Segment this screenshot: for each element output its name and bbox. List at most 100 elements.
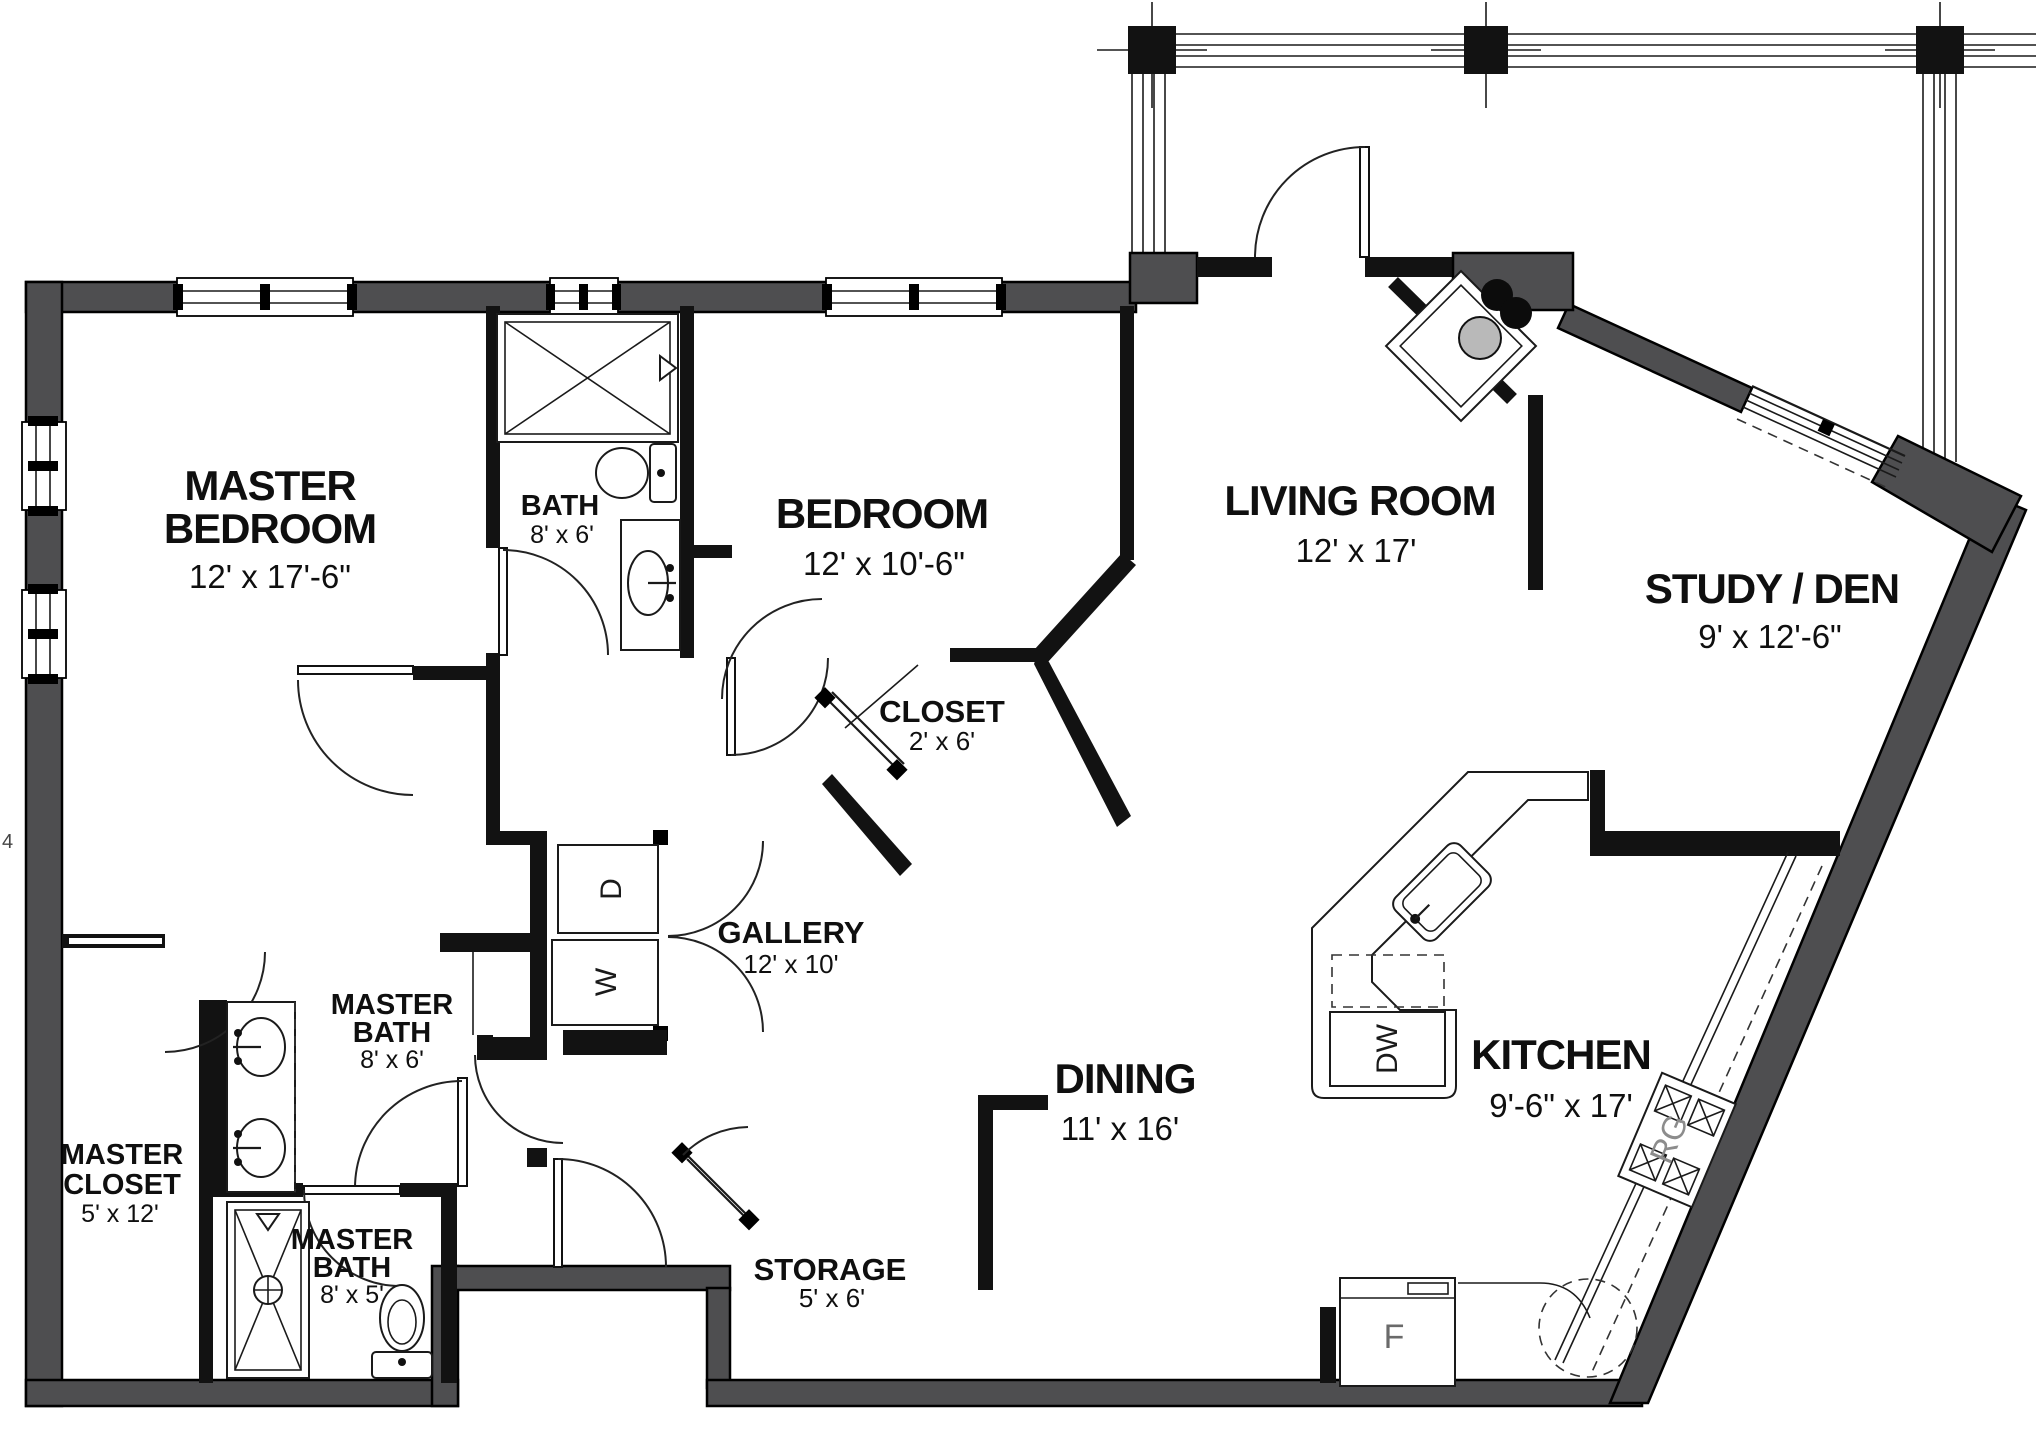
range <box>1616 1071 1738 1209</box>
jamb <box>653 830 668 845</box>
wall-bottom-right <box>705 1378 1644 1408</box>
interior-walls <box>62 277 1840 1383</box>
kitchen-sink <box>1392 842 1492 942</box>
dryer-label: D <box>595 878 628 900</box>
wall-study-corner <box>1870 434 2023 554</box>
bedroom-closet-door <box>721 598 919 781</box>
wall-gallery-south-west <box>440 933 547 952</box>
window <box>546 277 621 317</box>
terrace-railing-left <box>1131 74 1166 252</box>
room-label: DINING <box>1055 1055 1196 1102</box>
column <box>1916 26 1964 74</box>
master-bath-upper-door-leaf <box>457 1077 468 1187</box>
wall-bedroom-south-stub <box>682 545 732 558</box>
wall-diag-closet-sw <box>822 774 912 876</box>
room-label: GALLERY <box>718 915 865 950</box>
shower-bath <box>496 313 679 443</box>
wall-kitchen-north-v <box>1590 770 1605 845</box>
dishwasher-label: DW <box>1371 1023 1404 1074</box>
room-dims: 8' x 6' <box>360 1046 424 1074</box>
corner-fireplace <box>1384 269 1538 423</box>
dishwasher-box <box>1329 1011 1446 1087</box>
wall-mbr-corridor <box>413 666 500 680</box>
room-label: MASTER <box>61 1139 184 1171</box>
room-dims: 8' x 5' <box>320 1281 384 1309</box>
gallery-vestibule-door-arc <box>474 1054 564 1144</box>
wall-entry-left-thin <box>1197 257 1272 277</box>
room-dims: 12' x 17'-6" <box>189 558 351 595</box>
shower-master <box>226 1201 310 1379</box>
fireplace-dot <box>1500 297 1532 329</box>
shower-head <box>659 354 678 382</box>
hall-door-arc <box>557 1158 667 1268</box>
refrigerator <box>1339 1277 1456 1387</box>
room-dims: 11' x 16' <box>1061 1110 1179 1147</box>
wall-corridor-west <box>486 680 500 840</box>
entry-door-arc <box>1254 146 1366 258</box>
wall-bedroom-chamfer <box>1034 553 1136 662</box>
room-labels: MASTER BEDROOM 12' x 17'-6" BATH 8' x 6'… <box>61 462 1900 1313</box>
terrace <box>1097 2 2036 462</box>
room-label: BEDROOM <box>164 505 376 552</box>
master-bath-upper-door-arc <box>354 1080 463 1189</box>
master-bedroom-door-leaf <box>297 665 414 675</box>
window-study-angled <box>1736 384 1906 490</box>
windows-left <box>21 416 67 684</box>
edge-marker: 4 <box>2 831 13 853</box>
wall-vanity <box>213 1000 227 1197</box>
bath-door-arc <box>502 549 609 656</box>
wall-gallery-south-east <box>563 1030 667 1055</box>
room-dims: 5' x 6' <box>799 1283 865 1313</box>
terrace-columns <box>1097 2 1995 108</box>
column <box>1128 26 1176 74</box>
room-label: STORAGE <box>754 1252 907 1287</box>
bedroom-door-leaf <box>726 657 736 756</box>
room-label: CLOSET <box>879 694 1005 729</box>
wall-mcloset-east <box>199 1000 213 1383</box>
storage-door <box>671 1126 760 1231</box>
room-dims: 8' x 6' <box>530 521 594 549</box>
windows-top <box>173 277 1006 317</box>
master-bath-lower-door-leaf <box>303 1185 401 1195</box>
toilet-bath <box>595 443 677 503</box>
room-label: MASTER <box>291 1224 414 1256</box>
laundry-door-arc-upper <box>667 840 764 937</box>
wall-step-2 <box>705 1286 732 1390</box>
room-label: CLOSET <box>63 1169 181 1201</box>
terrace-railing-right <box>1922 74 1957 462</box>
wall-bottom-mid <box>450 1264 732 1292</box>
kitchen-dashed-circle <box>1538 1278 1638 1378</box>
room-dims: 9' x 12'-6" <box>1698 618 1842 655</box>
wall-closet-north <box>950 648 1042 662</box>
room-label: MASTER <box>331 989 454 1021</box>
wall-mbath-east <box>441 1190 457 1383</box>
room-dims: 2' x 6' <box>909 726 975 756</box>
room-label: KITCHEN <box>1471 1031 1651 1078</box>
room-label: BEDROOM <box>776 490 988 537</box>
refrigerator-label: F <box>1384 1318 1405 1356</box>
fireplace-circle <box>1458 316 1502 360</box>
window <box>173 277 357 317</box>
window <box>822 277 1006 317</box>
room-label: LIVING ROOM <box>1224 477 1495 524</box>
room-label: BATH <box>521 490 599 522</box>
wall-living-study <box>1528 395 1543 590</box>
appliance-labels: D W DW RG F <box>590 878 1695 1356</box>
wall-fridge-stub <box>1320 1307 1336 1383</box>
room-label: STUDY / DEN <box>1645 565 1899 612</box>
entry-door-leaf <box>1359 146 1370 258</box>
wall-bottom-left <box>24 1378 460 1408</box>
hall-door-leaf <box>553 1158 563 1268</box>
bedroom-door-arc <box>730 657 829 756</box>
fixtures <box>226 313 1823 1387</box>
sink-bath <box>620 519 681 651</box>
wall-entry-right-thin <box>1365 257 1453 277</box>
room-dims: 12' x 10'-6" <box>803 545 965 582</box>
room-dims: 5' x 12' <box>81 1200 159 1228</box>
wall-laundry-north <box>486 831 547 845</box>
terrace-railing-top <box>1176 33 2036 68</box>
doors <box>67 146 1370 1287</box>
wall-angled-right <box>1608 492 2028 1405</box>
